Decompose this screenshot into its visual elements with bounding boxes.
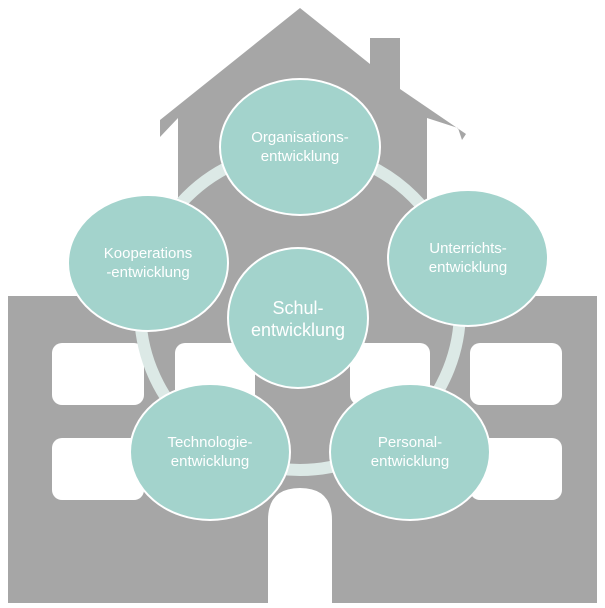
label-center-line2: entwicklung: [251, 320, 345, 340]
circle-technologie: [129, 383, 291, 521]
circle-unterricht: [387, 189, 549, 327]
label-personal-line2: entwicklung: [371, 453, 449, 470]
label-kooperation-line2: -entwicklung: [106, 264, 189, 281]
label-center-line1: Schul-: [272, 298, 323, 318]
satellite-organisation: Organisations- entwicklung: [219, 78, 381, 216]
satellite-unterricht: Unterrichts- entwicklung: [387, 189, 549, 327]
label-technologie-line1: Technologie-: [167, 434, 252, 451]
label-kooperation-line1: Kooperations: [104, 245, 192, 262]
label-unterricht-line2: entwicklung: [429, 259, 507, 276]
center-node: Schul- entwicklung: [227, 247, 369, 389]
circle-personal: [329, 383, 491, 521]
circle-kooperation: [67, 194, 229, 332]
label-personal-line1: Personal-: [378, 434, 442, 451]
label-unterricht-line1: Unterrichts-: [429, 240, 507, 257]
satellite-personal: Personal- entwicklung: [329, 383, 491, 521]
circle-center: [227, 247, 369, 389]
window-left-lower: [52, 438, 144, 500]
satellite-technologie: Technologie- entwicklung: [129, 383, 291, 521]
label-organisation-line1: Organisations-: [251, 129, 349, 146]
window-right-lower: [470, 438, 562, 500]
label-technologie-line2: entwicklung: [171, 453, 249, 470]
circle-organisation: [219, 78, 381, 216]
satellite-kooperation: Kooperations -entwicklung: [67, 194, 229, 332]
label-organisation-line2: entwicklung: [261, 148, 339, 165]
window-left-upper: [52, 343, 144, 405]
house-door: [268, 488, 332, 603]
window-right-upper: [470, 343, 562, 405]
